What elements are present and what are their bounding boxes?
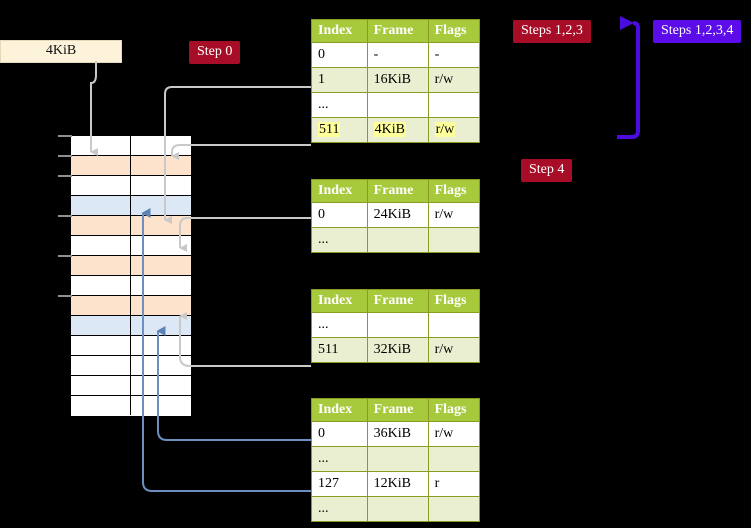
memory-frame-row: [71, 176, 191, 196]
table-row: ...: [311, 446, 481, 472]
cell-frame: -: [366, 42, 429, 68]
cell-frame: 16KiB: [366, 67, 429, 93]
step-4-badge: Step 4: [521, 159, 573, 182]
memory-frame-row: [71, 256, 191, 276]
memory-frame-row: [71, 196, 191, 216]
cell-frame: 4KiB: [366, 117, 429, 143]
cell-flags: r/w: [427, 117, 481, 143]
cell-index: ...: [311, 446, 368, 472]
wire-table3-row511: [179, 312, 311, 367]
memory-frame-row: [71, 216, 191, 236]
cell-flags: r/w: [427, 421, 481, 447]
table-row: ...: [311, 227, 481, 253]
memory-frame-row: [71, 296, 191, 316]
steps-123-label: Steps 1,2,3: [521, 23, 583, 38]
cell-frame: [366, 312, 429, 338]
cell-index: 0: [311, 202, 368, 228]
table-row: ...: [311, 312, 481, 338]
cell-flags: [427, 496, 481, 522]
memory-frame-row: [71, 236, 191, 256]
wire-steps-1234-bracket: [617, 15, 640, 139]
cell-frame: [366, 446, 429, 472]
cell-frame: 24KiB: [366, 202, 429, 228]
cell-index: 511: [311, 337, 368, 363]
wire-table4-row127: [141, 208, 311, 492]
memory-frame-row: [71, 356, 191, 376]
column-header-frame: Frame: [366, 289, 429, 313]
memory-column: [70, 135, 191, 416]
steps-1234-label: Steps 1,2,3,4: [661, 23, 734, 38]
column-header-flags: Flags: [427, 289, 481, 313]
memory-frame-row: [71, 376, 191, 396]
wire-table2-row0: [179, 217, 311, 252]
wire-4kib-to-memory: [90, 61, 98, 156]
cell-index: ...: [311, 496, 368, 522]
steps-123-badge: Steps 1,2,3: [513, 20, 591, 43]
column-header-index: Index: [311, 398, 368, 422]
column-header-index: Index: [311, 289, 368, 313]
cell-flags: [427, 312, 481, 338]
step-0-badge: Step 0: [189, 41, 241, 64]
column-header-frame: Frame: [366, 398, 429, 422]
cell-frame: 36KiB: [366, 421, 429, 447]
memory-frame-row: [71, 136, 191, 156]
cell-flags: r: [427, 471, 481, 497]
table-row: 0--: [311, 42, 481, 68]
column-header-index: Index: [311, 19, 368, 43]
wire-table4-row0: [156, 326, 311, 441]
cell-index: 511: [311, 117, 368, 143]
memory-frame-row: [71, 396, 191, 416]
highlighted-value: r/w: [434, 122, 456, 137]
column-header-flags: Flags: [427, 179, 481, 203]
size-box-4kib: 4KiB: [0, 40, 122, 63]
memory-frame-row: [71, 156, 191, 176]
cell-index: ...: [311, 312, 368, 338]
cell-flags: r/w: [427, 67, 481, 93]
cell-flags: [427, 92, 481, 118]
cell-index: ...: [311, 227, 368, 253]
size-box-label: 4KiB: [45, 43, 77, 58]
cell-index: ...: [311, 92, 368, 118]
highlighted-value: 4KiB: [373, 122, 406, 137]
cell-index: 127: [311, 471, 368, 497]
memory-tick-marks: [58, 135, 72, 297]
memory-frame-row: [71, 276, 191, 296]
cell-frame: [366, 496, 429, 522]
cell-flags: -: [427, 42, 481, 68]
step-0-label: Step 0: [197, 44, 233, 59]
cell-index: 0: [311, 42, 368, 68]
cell-index: 0: [311, 421, 368, 447]
wire-table1-row1: [164, 86, 311, 144]
table-row: ...: [311, 496, 481, 522]
table-row: 511 4KiB r/w: [311, 117, 481, 143]
cell-frame: 12KiB: [366, 471, 429, 497]
step-4-label: Step 4: [529, 162, 565, 177]
cell-flags: [427, 227, 481, 253]
highlighted-value: 511: [318, 122, 341, 137]
cell-frame: [366, 227, 429, 253]
steps-1234-badge: Steps 1,2,3,4: [653, 20, 742, 43]
cell-flags: r/w: [427, 337, 481, 363]
wire-table1-row511: [171, 144, 311, 160]
memory-column-divider: [130, 135, 131, 415]
memory-frame-row: [71, 336, 191, 356]
